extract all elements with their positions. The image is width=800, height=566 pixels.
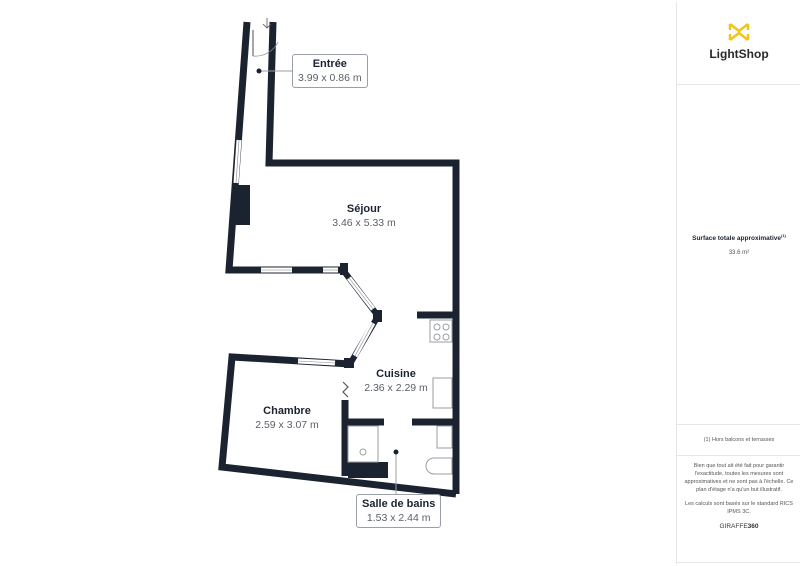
disclaimer: Bien que tout ait été fait pour garantir… bbox=[684, 463, 794, 493]
brand-b: 360 bbox=[747, 523, 759, 530]
room-dims: 3.46 x 5.33 m bbox=[332, 217, 396, 229]
room-label-chambre: Chambre 2.59 x 3.07 m bbox=[255, 404, 319, 432]
logo-text: LightShop bbox=[709, 47, 769, 61]
room-name: Séjour bbox=[346, 203, 382, 215]
room-label-salle-de-bains: Salle de bains 1.53 x 2.44 m bbox=[356, 494, 442, 528]
room-dims: 2.59 x 3.07 m bbox=[255, 419, 319, 431]
walls bbox=[218, 21, 460, 498]
fixtures bbox=[347, 319, 453, 475]
room-dims: 1.53 x 2.44 m bbox=[366, 512, 431, 524]
bath-block bbox=[348, 462, 388, 478]
brand-giraffe360: GIRAFFE360 bbox=[719, 522, 758, 531]
room-label-entree: Entrée 3.99 x 0.86 m bbox=[292, 54, 368, 88]
surface-label-text: Surface totale approximative bbox=[692, 235, 781, 242]
footnote-block: (1) Hors balcons et terrasses bbox=[681, 436, 797, 444]
divider bbox=[677, 424, 800, 425]
room-name: Entrée bbox=[312, 58, 347, 70]
surface-block: Surface totale approximative(1) 33.6 m² bbox=[681, 232, 797, 257]
disclaimer-block: Bien que tout ait été fait pour garantir… bbox=[681, 462, 797, 531]
surface-footnote-mark: (1) bbox=[780, 232, 786, 238]
floor-plan bbox=[218, 18, 460, 498]
logo: LightShop bbox=[677, 22, 800, 61]
entrance-door bbox=[252, 18, 279, 57]
standard-note: Les calculs sont basés sur le standard R… bbox=[685, 501, 793, 515]
windows bbox=[233, 139, 376, 366]
divider bbox=[677, 84, 800, 85]
info-panel: LightShop Surface totale approximative(1… bbox=[676, 2, 800, 564]
room-name: Chambre bbox=[263, 405, 311, 417]
chimney bbox=[233, 185, 250, 225]
room-dims: 3.99 x 0.86 m bbox=[298, 72, 362, 84]
door-icon bbox=[342, 381, 349, 398]
surface-label: Surface totale approximative(1) bbox=[692, 232, 786, 243]
logo-icon bbox=[728, 23, 750, 41]
surface-value: 33.6 m² bbox=[728, 250, 750, 256]
brand-a: GIRAFFE bbox=[719, 523, 748, 530]
room-label-cuisine: Cuisine 2.36 x 2.29 m bbox=[364, 367, 428, 395]
room-label-sejour: Séjour 3.46 x 5.33 m bbox=[332, 202, 396, 230]
entrance-arrow-icon bbox=[262, 18, 272, 29]
room-name: Salle de bains bbox=[362, 498, 436, 510]
room-dims: 2.36 x 2.29 m bbox=[364, 382, 428, 394]
footnote: (1) Hors balcons et terrasses bbox=[703, 437, 775, 443]
divider bbox=[677, 562, 800, 563]
divider bbox=[677, 455, 800, 456]
room-name: Cuisine bbox=[376, 368, 416, 380]
